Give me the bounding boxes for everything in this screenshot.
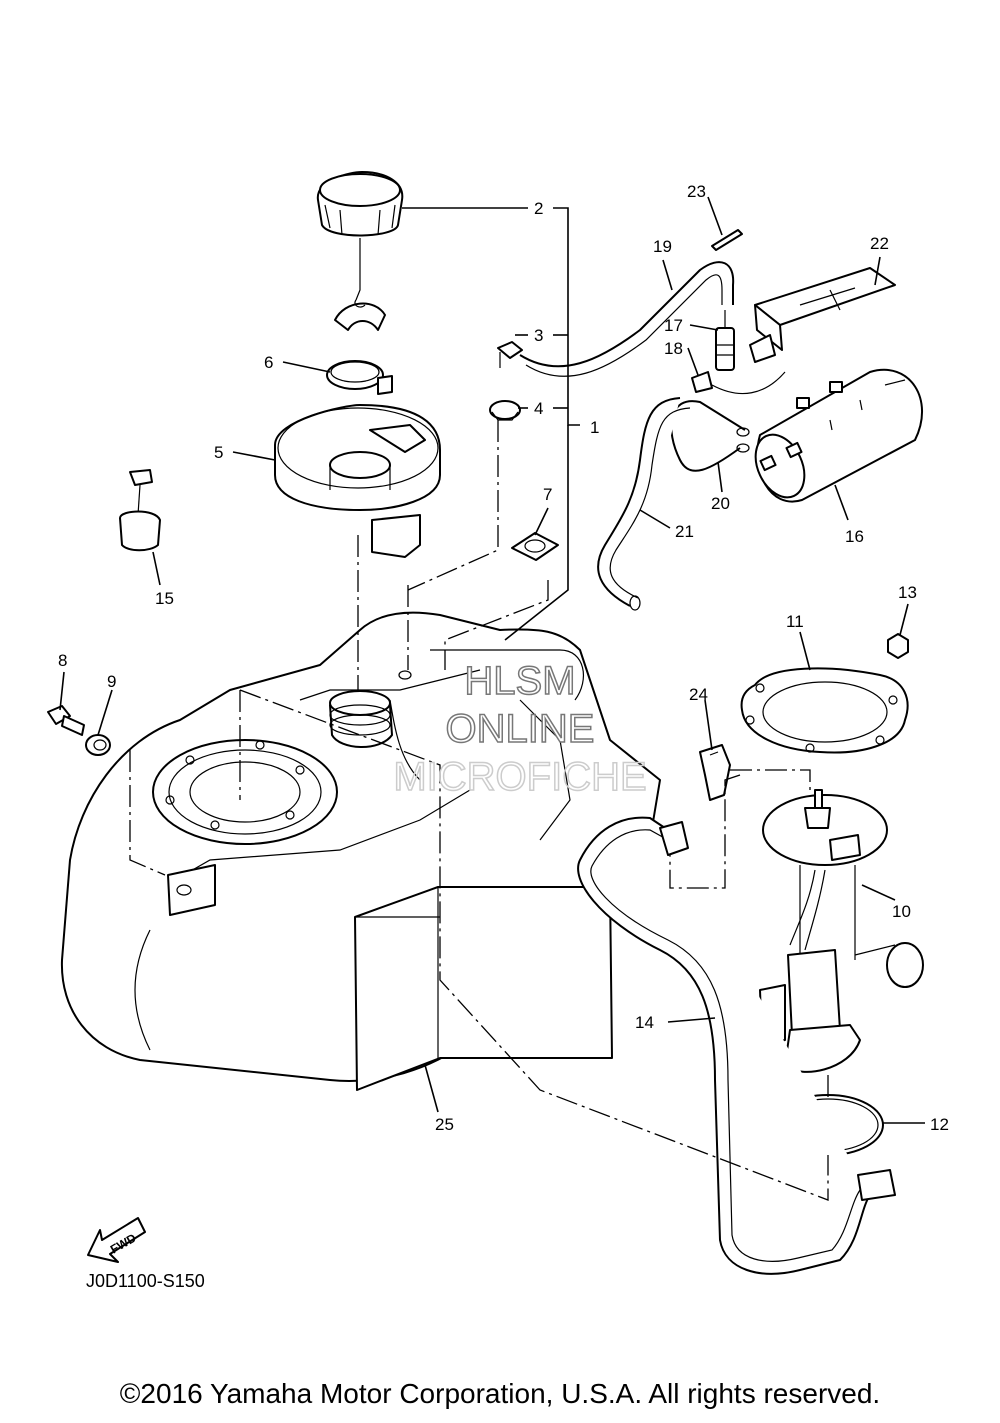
leader-lines (59, 196, 925, 1201)
watermark-line-1: HLSM (464, 659, 575, 703)
watermark: HLSM ONLINE MICROFICHE (393, 658, 648, 800)
callout-23: 23 (687, 182, 706, 201)
callout-14: 14 (635, 1013, 654, 1032)
pin (711, 229, 743, 251)
diagram-code: J0D1100-S150 (86, 1271, 205, 1291)
callout-17: 17 (664, 316, 683, 335)
callout-2: 2 (534, 199, 543, 218)
callout-8: 8 (58, 651, 67, 670)
holder (119, 469, 161, 552)
callout-22: 22 (870, 234, 889, 253)
callout-16: 16 (845, 527, 864, 546)
hose-21 (597, 397, 691, 611)
callout-18: 18 (664, 339, 683, 358)
callout-24: 24 (689, 685, 708, 704)
callout-25: 25 (435, 1115, 454, 1134)
bolt (47, 705, 85, 736)
callout-15: 15 (155, 589, 174, 608)
hose-20 (670, 400, 750, 472)
band (691, 371, 786, 395)
check-valve (715, 310, 735, 371)
callout-3: 3 (534, 326, 543, 345)
copyright-notice: ©2016 Yamaha Motor Corporation, U.S.A. A… (119, 1378, 881, 1409)
fitting-joint (497, 341, 523, 368)
callout-12: 12 (930, 1115, 949, 1134)
hose-clip (699, 744, 731, 801)
fuel-hose (577, 816, 896, 1275)
callout-11: 11 (786, 612, 804, 631)
callout-7: 7 (543, 485, 552, 504)
plate-gasket (740, 667, 909, 754)
label (511, 532, 559, 561)
grommet (489, 400, 521, 421)
callout-6: 6 (264, 353, 273, 372)
watermark-line-3: MICROFICHE (393, 755, 646, 799)
clamp (326, 360, 393, 395)
callout-9: 9 (107, 672, 116, 691)
fuel-cap (316, 171, 404, 331)
callout-numbers: 1 2 3 4 5 6 7 8 9 10 11 12 13 14 15 16 1… (58, 182, 949, 1134)
callout-4: 4 (534, 399, 543, 418)
callout-13: 13 (898, 583, 917, 602)
callout-19: 19 (653, 237, 672, 256)
fwd-arrow-icon: FWD (87, 1217, 146, 1263)
callout-1: 1 (590, 418, 599, 437)
fuel-pump (759, 789, 924, 1073)
canister (754, 369, 924, 503)
watermark-line-2: ONLINE (446, 707, 595, 751)
collar (85, 734, 111, 756)
bracket (749, 267, 896, 363)
fuel-tank (60, 611, 661, 1091)
nut (887, 633, 909, 659)
hose-19 (519, 261, 735, 377)
callout-10: 10 (892, 902, 911, 921)
callout-5: 5 (214, 443, 223, 462)
callout-20: 20 (711, 494, 730, 513)
filler-bowl (274, 404, 441, 558)
callout-21: 21 (675, 522, 694, 541)
